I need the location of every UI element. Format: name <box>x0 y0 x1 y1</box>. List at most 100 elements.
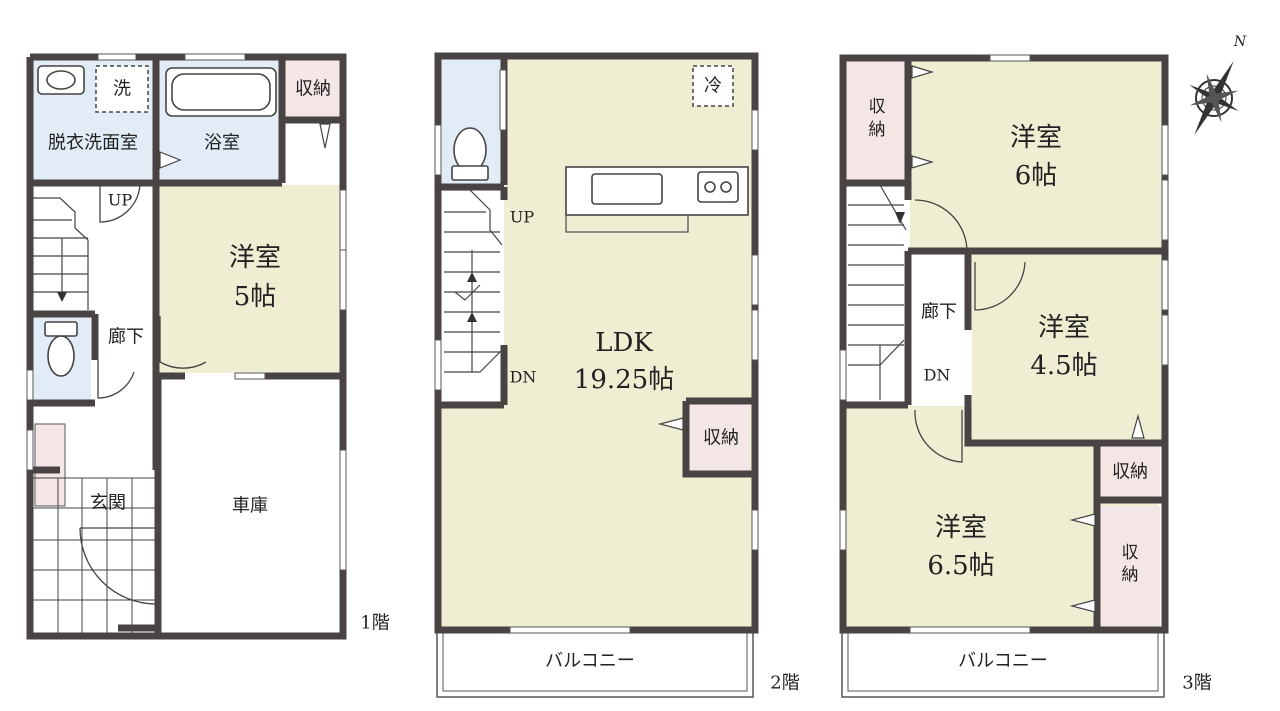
storage-3f-mid-label: 収納 <box>1112 462 1148 483</box>
balcony-3f <box>841 630 1165 698</box>
walls-3f <box>839 54 1169 634</box>
room-a-3f-size: 6帖 <box>1015 161 1058 191</box>
ldk-size: 19.25帖 <box>574 365 674 395</box>
entrance-label: 玄関 <box>90 493 126 514</box>
compass-north-label: N <box>1233 34 1247 50</box>
storage-door-3f-b <box>911 155 935 169</box>
bedroom-1f-size: 5帖 <box>234 282 277 312</box>
room-c-3f-size: 6.5帖 <box>927 551 994 581</box>
floor-1: 洗 脱衣洗面室 浴室 収納 洋室 5帖 UP 廊下 玄関 車庫 1階 <box>26 53 390 640</box>
shoe-cabinet <box>34 423 66 507</box>
window-2f-d <box>751 309 759 361</box>
stair-down-2f-label: DN <box>510 368 537 387</box>
window-3f-g <box>839 509 847 551</box>
window-1f-d <box>339 249 347 311</box>
room-c-3f-name: 洋室 <box>935 513 987 543</box>
bathtub-inner <box>171 73 271 111</box>
room-a-3f-name: 洋室 <box>1010 123 1062 153</box>
balcony-2f <box>436 630 754 698</box>
kitchen-stove <box>697 171 739 203</box>
window-3f-d <box>1161 259 1169 311</box>
floor-3-label: 3階 <box>1182 673 1211 694</box>
fridge-label: 冷 <box>704 76 722 97</box>
window-2f-e <box>751 509 759 551</box>
window-2f-c <box>751 254 759 306</box>
room-b-3f-size: 4.5帖 <box>1030 351 1097 381</box>
storage-3f-right <box>1100 506 1160 626</box>
window-1f-a <box>97 53 137 61</box>
window-2f-g <box>509 626 631 634</box>
hall-1f-label: 廊下 <box>108 327 144 348</box>
window-2f-a <box>434 124 442 176</box>
storage-1f-label: 収納 <box>295 79 331 100</box>
stairs-3f-area <box>846 185 908 405</box>
kitchen-bar <box>565 215 689 233</box>
washbasin-bowl <box>46 70 76 90</box>
ldk-name: LDK <box>595 328 653 358</box>
door-bedroom-1f <box>159 316 207 369</box>
burner-b <box>720 181 732 193</box>
hall-3f-label: 廊下 <box>921 302 957 323</box>
storage-door-2f <box>657 417 684 431</box>
stair-up-2f-label: UP <box>510 208 534 227</box>
entrance-tiles <box>33 477 156 633</box>
storage-1f <box>284 60 340 120</box>
storage-3f-right-label-1: 収 <box>1122 543 1139 563</box>
storage-3f-right-label-2: 納 <box>1122 565 1139 585</box>
storage-door-3f-c <box>1069 513 1096 527</box>
storage-door-3f-a <box>911 65 935 79</box>
toilet-fixture-2f <box>451 127 489 181</box>
stair-up-1f-label: UP <box>108 191 132 210</box>
window-3f-f <box>839 349 847 401</box>
stair-down-3f-label: DN <box>924 366 951 385</box>
window-2f-b <box>751 109 759 151</box>
door-room-a-3f <box>914 199 968 251</box>
bedroom-1f-name: 洋室 <box>229 243 281 273</box>
floor-1-label: 1階 <box>360 613 389 634</box>
garage-label: 車庫 <box>232 496 268 517</box>
floor-2-label: 2階 <box>770 673 799 694</box>
storage-3f-mid <box>1100 446 1160 498</box>
window-1f-e <box>26 369 34 401</box>
room-b-3f-name: 洋室 <box>1038 313 1090 343</box>
window-1f-h <box>234 372 266 380</box>
door-room-b-3f <box>974 261 1026 311</box>
window-1f-g <box>339 449 347 571</box>
window-1f-b <box>184 53 246 61</box>
window-3f-a <box>989 54 1031 62</box>
room-a-3f <box>910 61 1162 249</box>
hall-3f <box>910 251 970 406</box>
stairs-3f <box>848 184 907 400</box>
window-3f-c <box>1161 179 1169 241</box>
toilet-fixture-1f <box>44 321 78 377</box>
compass-icon <box>1189 60 1239 136</box>
window-1f-f <box>26 429 34 471</box>
balcony-2f-label: バルコニー <box>545 651 635 672</box>
door-entrance-1f <box>79 527 157 605</box>
storage-3f-left-label-1: 収 <box>869 97 886 117</box>
burner-a <box>704 181 716 193</box>
stairs-1f <box>33 197 89 310</box>
washer-space <box>95 65 149 113</box>
fridge-space <box>692 65 734 107</box>
floor-3: 収 納 洋室 6帖 廊下 DN 洋室 4.5帖 収納 洋室 6.5帖 収 納 バ… <box>839 54 1212 698</box>
window-2f-f <box>434 339 442 391</box>
storage-2f <box>689 404 750 472</box>
storage-door-1f <box>319 123 331 149</box>
door-toilet-1f <box>97 360 135 399</box>
storage-3f-left-label-2: 納 <box>869 120 886 140</box>
window-3f-h <box>909 626 1031 634</box>
storage-2f-label: 収納 <box>703 428 739 449</box>
bathroom-label: 浴室 <box>204 133 240 154</box>
storage-3f-left <box>846 61 908 183</box>
walls-1f <box>26 53 347 640</box>
window-3f-e <box>1161 314 1169 366</box>
kitchen-sink <box>591 173 663 205</box>
door-dressing-1f <box>99 182 141 223</box>
storage-door-3f-d <box>1069 599 1096 613</box>
sliding-door-bath <box>159 151 182 169</box>
washer-label: 洗 <box>113 79 131 100</box>
floor-2: 冷 <box>434 52 800 698</box>
window-1f-c <box>339 189 347 251</box>
